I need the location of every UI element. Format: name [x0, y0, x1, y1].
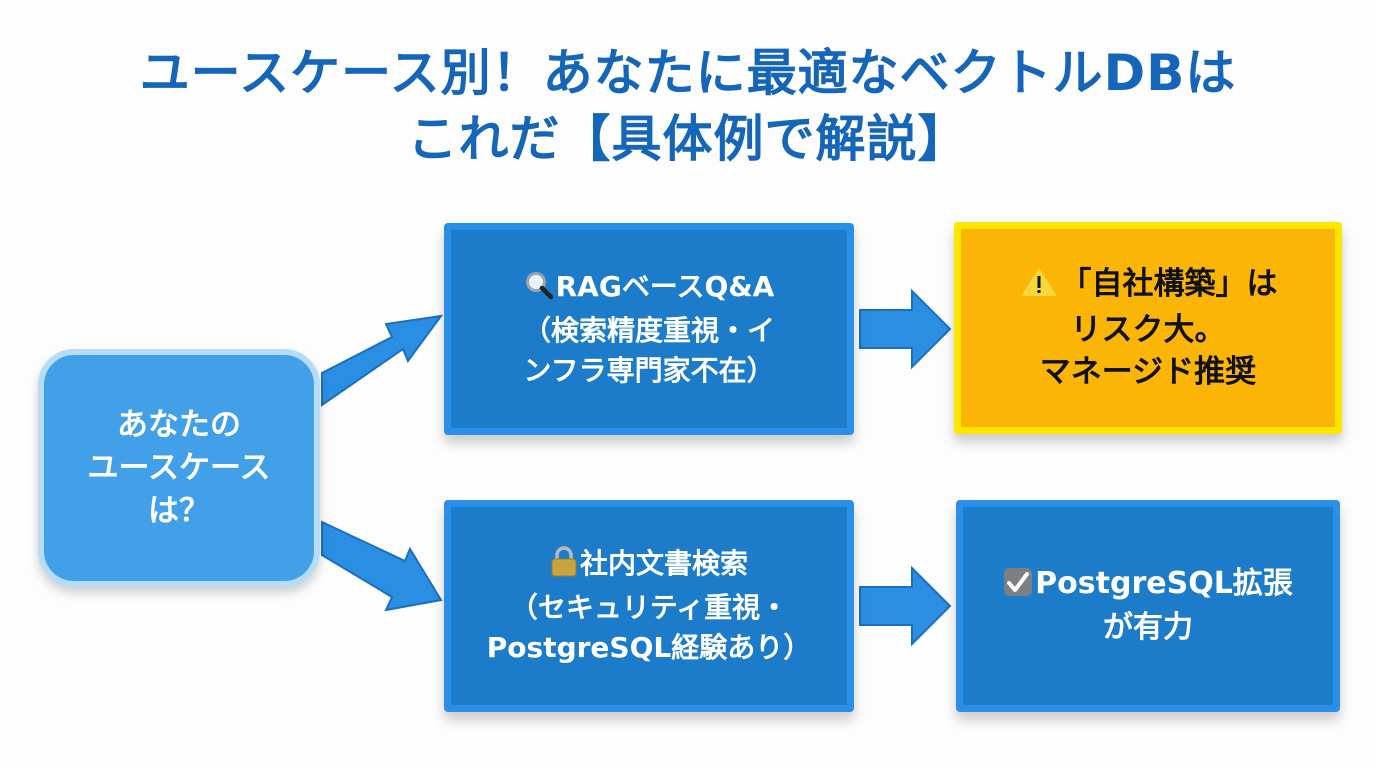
use-case-detail: （セキュリティ重視・	[509, 591, 789, 624]
checkbox-icon	[1003, 567, 1033, 608]
arrow-internal-to-postgres	[859, 565, 952, 647]
start-node: あなたの ユースケース は？	[38, 349, 320, 587]
result-postgresql-extension: PostgreSQL拡張 が有力	[956, 500, 1340, 712]
arrow-start-to-internal-search	[321, 520, 443, 612]
warning-icon	[1019, 266, 1059, 309]
use-case-detail: PostgreSQL経験あり）	[486, 631, 812, 664]
magnifying-glass-icon	[524, 270, 554, 311]
result-managed-recommended: 「自社構築」は リスク大。 マネージド推奨	[954, 222, 1342, 434]
result-line: マネージド推奨	[1039, 354, 1257, 390]
arrow-start-to-rag	[321, 314, 444, 407]
use-case-internal-search: 社内文書検索 （セキュリティ重視・ PostgreSQL経験あり）	[444, 500, 854, 712]
arrow-rag-to-warning	[859, 288, 952, 370]
result-line: リスク大。	[1070, 312, 1226, 348]
start-line: ユースケース	[87, 449, 271, 486]
use-case-detail: ンフラ専門家不在）	[523, 354, 775, 387]
start-line: は？	[148, 492, 210, 529]
start-line: あなたの	[117, 406, 241, 443]
use-case-title: 社内文書検索	[579, 547, 748, 580]
use-case-title: RAGベースQ&A	[555, 270, 775, 303]
title-line-2: これだ【具体例で解説】	[407, 110, 969, 168]
lock-icon	[550, 545, 578, 588]
use-case-rag-qa: RAGベースQ&A （検索精度重視・イ ンフラ専門家不在）	[444, 223, 854, 435]
use-case-detail: （検索精度重視・イ	[522, 314, 775, 347]
result-line: 「自社構築」は	[1060, 266, 1278, 302]
page-title: ユースケース別！あなたに最適なベクトルDBは これだ【具体例で解説】	[0, 40, 1376, 172]
title-line-1: ユースケース別！あなたに最適なベクトルDBは	[139, 44, 1237, 102]
result-line: PostgreSQL拡張	[1035, 566, 1293, 601]
result-line: が有力	[1102, 610, 1193, 645]
